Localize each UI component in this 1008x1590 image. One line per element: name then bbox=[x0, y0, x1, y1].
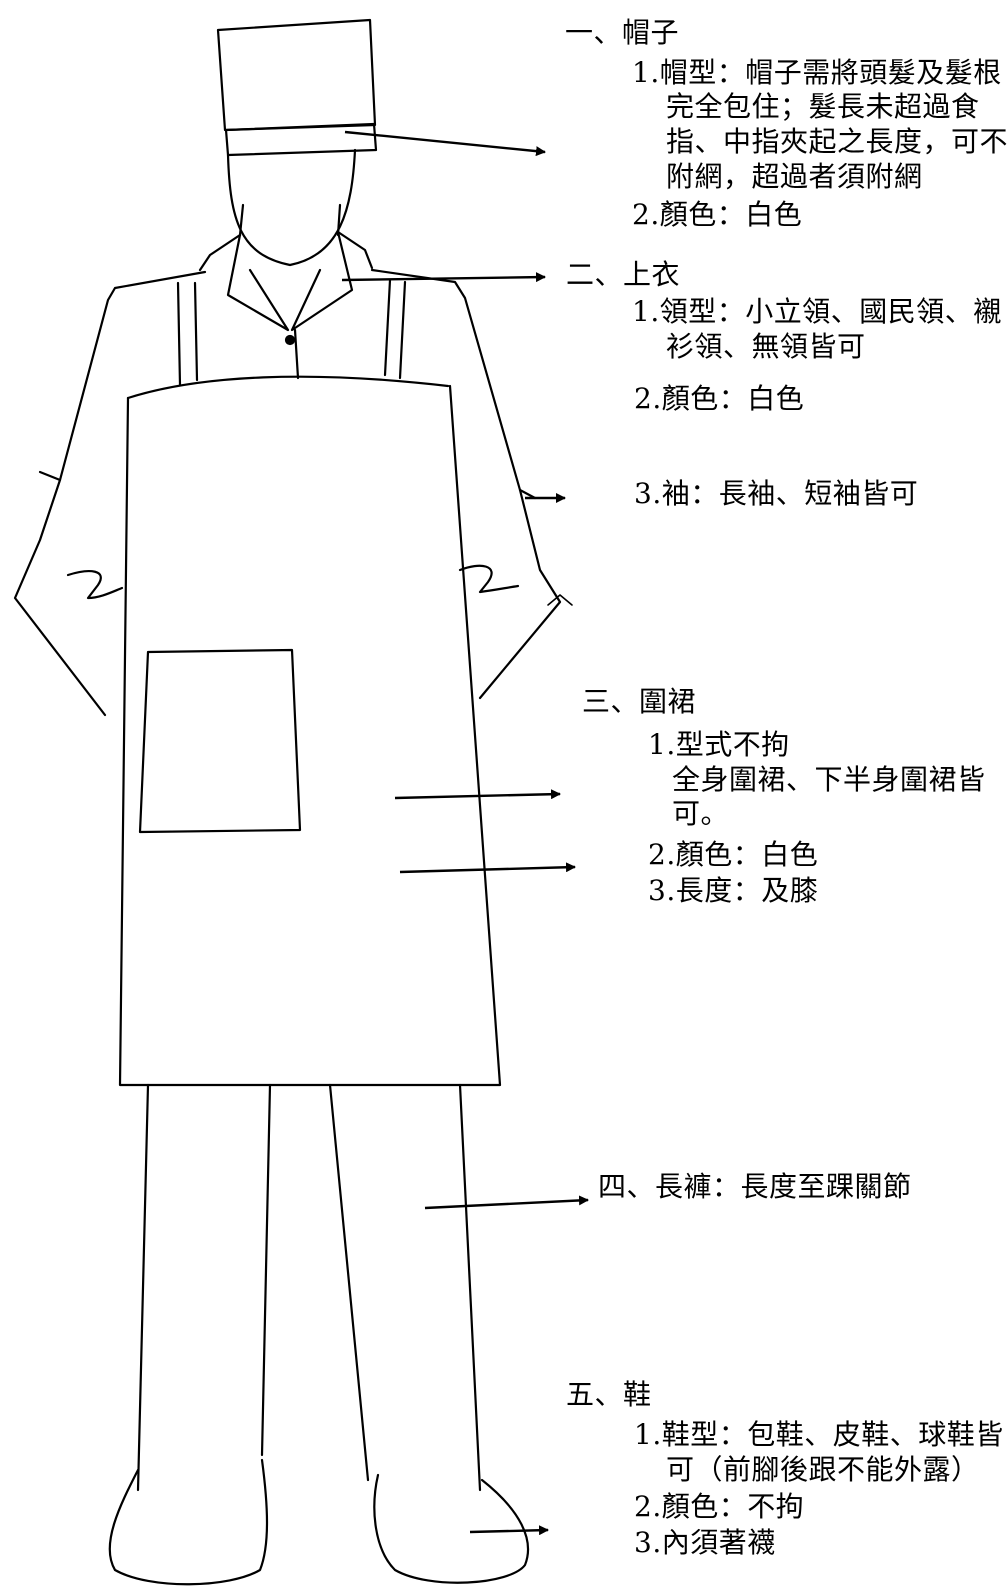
top-color: 2.顏色：白色 bbox=[634, 382, 805, 415]
top-sleeve: 3.袖：長袖、短袖皆可 bbox=[634, 477, 919, 510]
arrow-pants bbox=[424, 1195, 589, 1210]
hat-type-line1: 1.帽型：帽子需將頭髮及髮根 bbox=[632, 56, 1002, 89]
shoes-type-line2: 可（前腳後跟不能外露） bbox=[666, 1453, 980, 1486]
arrow-apron-length bbox=[399, 862, 576, 874]
pants bbox=[136, 1083, 482, 1492]
apron-color: 2.顏色：白色 bbox=[648, 838, 819, 871]
hat-color: 2.顏色：白色 bbox=[632, 198, 803, 231]
shoes bbox=[108, 1458, 530, 1586]
apron bbox=[118, 384, 502, 1087]
arrow-apron-style bbox=[394, 789, 561, 800]
pants-heading: 四、長褲：長度至踝關節 bbox=[598, 1170, 912, 1203]
arrow-shoes bbox=[469, 1525, 549, 1536]
chef-hat bbox=[216, 18, 378, 157]
shoes-type-line1: 1.鞋型：包鞋、皮鞋、球鞋皆 bbox=[634, 1418, 1004, 1451]
hat-type-line4: 附網，超過者須附網 bbox=[666, 160, 923, 193]
shoes-heading: 五、鞋 bbox=[566, 1378, 652, 1411]
apron-style-line3: 可。 bbox=[672, 797, 730, 830]
sleeve-marks bbox=[66, 564, 520, 600]
apron-length: 3.長度：及膝 bbox=[648, 874, 819, 907]
hat-heading: 一、帽子 bbox=[565, 16, 680, 49]
apron-style-line2: 全身圍裙、下半身圍裙皆 bbox=[672, 763, 986, 796]
arrow-top bbox=[341, 272, 546, 283]
top-heading: 二、上衣 bbox=[566, 258, 681, 291]
shoes-color: 2.顏色：不拘 bbox=[634, 1490, 805, 1523]
head bbox=[226, 148, 357, 267]
apron-style-line1: 1.型式不拘 bbox=[648, 728, 790, 761]
arrow-hat bbox=[344, 130, 546, 157]
apron-heading: 三、圍裙 bbox=[582, 685, 697, 718]
collar bbox=[198, 230, 374, 380]
top-collar-line2: 衫領、無領皆可 bbox=[666, 330, 866, 363]
shirt bbox=[13, 268, 573, 717]
hat-type-line2: 完全包住；髮長未超過食 bbox=[666, 90, 980, 123]
shoes-socks: 3.內須著襪 bbox=[634, 1526, 776, 1559]
hat-type-line3: 指、中指夾起之長度，可不 bbox=[666, 125, 1008, 158]
top-collar-line1: 1.領型：小立領、國民領、襯 bbox=[632, 295, 1002, 328]
